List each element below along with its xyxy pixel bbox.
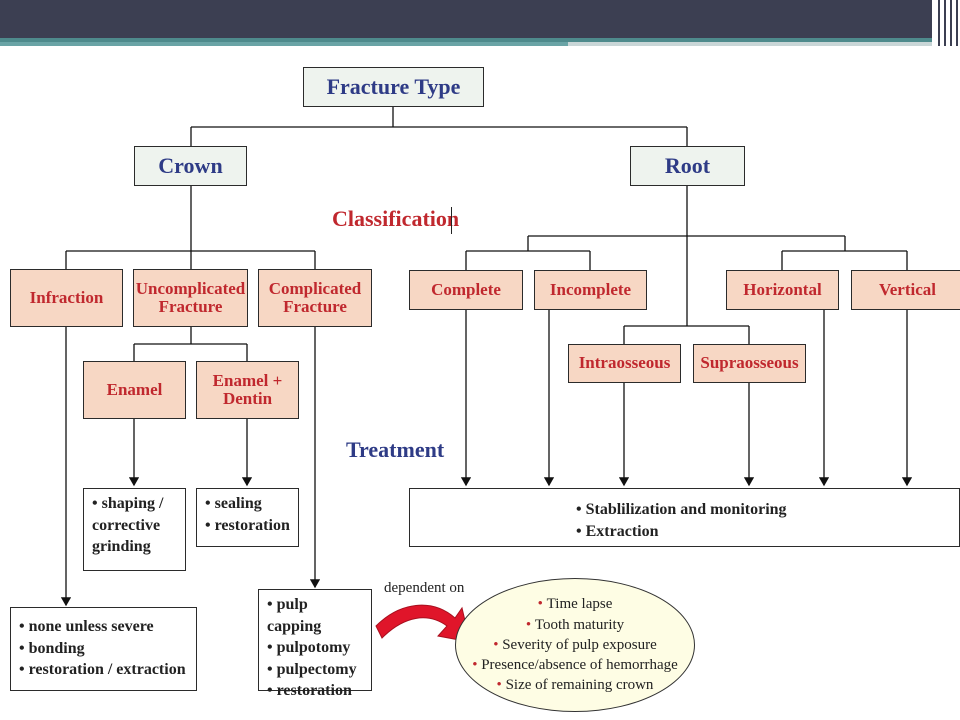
treatment-heading: Treatment — [346, 437, 445, 462]
factor-item: Severity of pulp exposure — [472, 635, 678, 655]
node-infraction: Infraction — [10, 269, 123, 327]
header-accent-line-pale — [568, 42, 932, 46]
treatment-item: Stablilization and monitoring — [576, 499, 787, 521]
header-accent-line-light — [0, 42, 568, 46]
node-horizontal: Horizontal — [726, 270, 839, 310]
node-supraosseous: Supraosseous — [693, 344, 806, 383]
node-root: Root — [630, 146, 745, 186]
treatment-item: restoration — [205, 515, 290, 537]
node-vertical: Vertical — [851, 270, 960, 310]
dependent-on-label: dependent on — [384, 580, 465, 596]
factor-item: Tooth maturity — [472, 615, 678, 635]
treatment-enamel: shaping / corrective grinding — [83, 488, 186, 571]
treatment-enamel-dentin: sealing restoration — [196, 488, 299, 547]
treatment-infraction: none unless severe bonding restoration /… — [10, 607, 197, 691]
treatment-item: Extraction — [576, 521, 787, 543]
node-intraosseous: Intraosseous — [568, 344, 681, 383]
node-enamel: Enamel — [83, 361, 186, 419]
treatment-complicated: pulp capping pulpotomy pulpectomy restor… — [258, 589, 372, 699]
treatment-item: shaping / corrective grinding — [92, 493, 179, 558]
classification-heading: Classification — [332, 206, 460, 231]
treatment-item: pulpotomy — [267, 637, 365, 659]
treatment-item: pulp capping — [267, 594, 365, 637]
treatment-root-fractures: Stablilization and monitoring Extraction — [409, 488, 960, 547]
treatment-item: restoration / extraction — [19, 659, 186, 681]
factor-item: Time lapse — [472, 594, 678, 614]
factor-item: Presence/absence of hemorrhage — [472, 655, 678, 675]
factor-item: Size of remaining crown — [472, 675, 678, 695]
treatment-item: sealing — [205, 493, 290, 515]
node-complicated-fracture: Complicated Fracture — [258, 269, 372, 327]
header-accent-line — [0, 38, 960, 42]
node-fracture-type: Fracture Type — [303, 67, 484, 107]
node-enamel-dentin: Enamel + Dentin — [196, 361, 299, 419]
treatment-item: restoration — [267, 680, 365, 702]
header-stripes — [932, 0, 960, 46]
text-cursor — [451, 207, 452, 234]
header-bar — [0, 0, 960, 38]
dependency-factors-ellipse: Time lapse Tooth maturity Severity of pu… — [455, 578, 695, 712]
treatment-item: none unless severe — [19, 616, 186, 638]
treatment-item: pulpectomy — [267, 659, 365, 681]
treatment-item: bonding — [19, 638, 186, 660]
node-incomplete: Incomplete — [534, 270, 647, 310]
node-uncomplicated-fracture: Uncomplicated Fracture — [133, 269, 248, 327]
node-complete: Complete — [409, 270, 523, 310]
node-crown: Crown — [134, 146, 247, 186]
